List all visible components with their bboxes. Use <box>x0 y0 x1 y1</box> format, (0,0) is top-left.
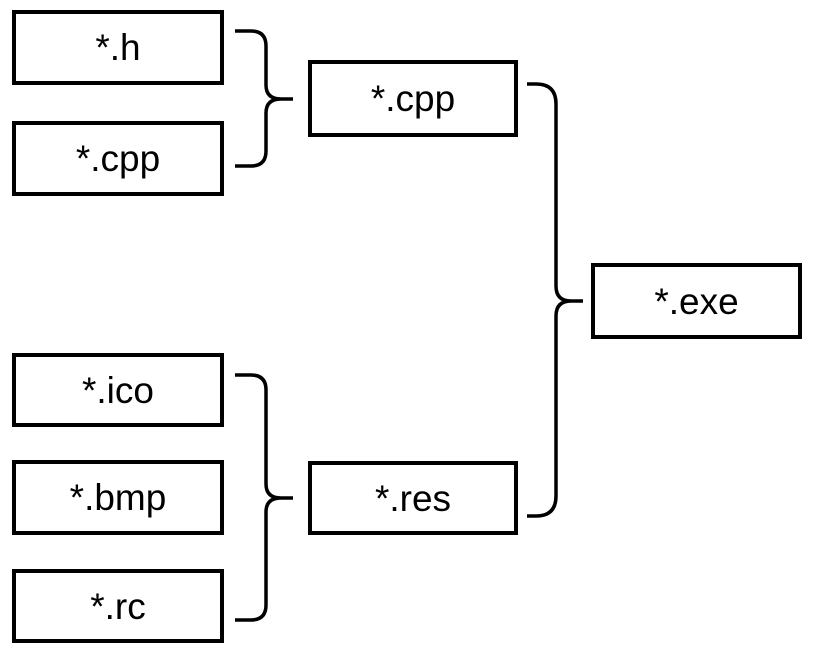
node-h-file: *.h <box>12 10 224 85</box>
node-cpp-source-file: *.cpp <box>12 121 224 196</box>
node-bmp-file: *.bmp <box>12 460 224 535</box>
node-cpp-source-label: *.cpp <box>75 138 161 179</box>
brace-link-to-exe <box>527 82 583 518</box>
node-res-label: *.res <box>374 477 452 519</box>
node-exe-file: *.exe <box>591 263 802 339</box>
node-cpp-compiled-file: *.cpp <box>308 60 518 137</box>
node-cpp-compiled-label: *.cpp <box>370 78 456 119</box>
node-res-file: *.res <box>308 461 518 535</box>
brace-resources-to-res <box>235 373 293 622</box>
node-rc-file: *.rc <box>12 569 224 643</box>
node-ico-label: *.ico <box>82 369 154 411</box>
node-ico-file: *.ico <box>12 353 224 427</box>
node-h-label: *.h <box>95 27 141 68</box>
node-bmp-label: *.bmp <box>69 477 167 518</box>
node-rc-label: *.rc <box>90 585 146 627</box>
node-exe-label: *.exe <box>654 280 739 322</box>
brace-sources-to-object <box>235 29 293 168</box>
